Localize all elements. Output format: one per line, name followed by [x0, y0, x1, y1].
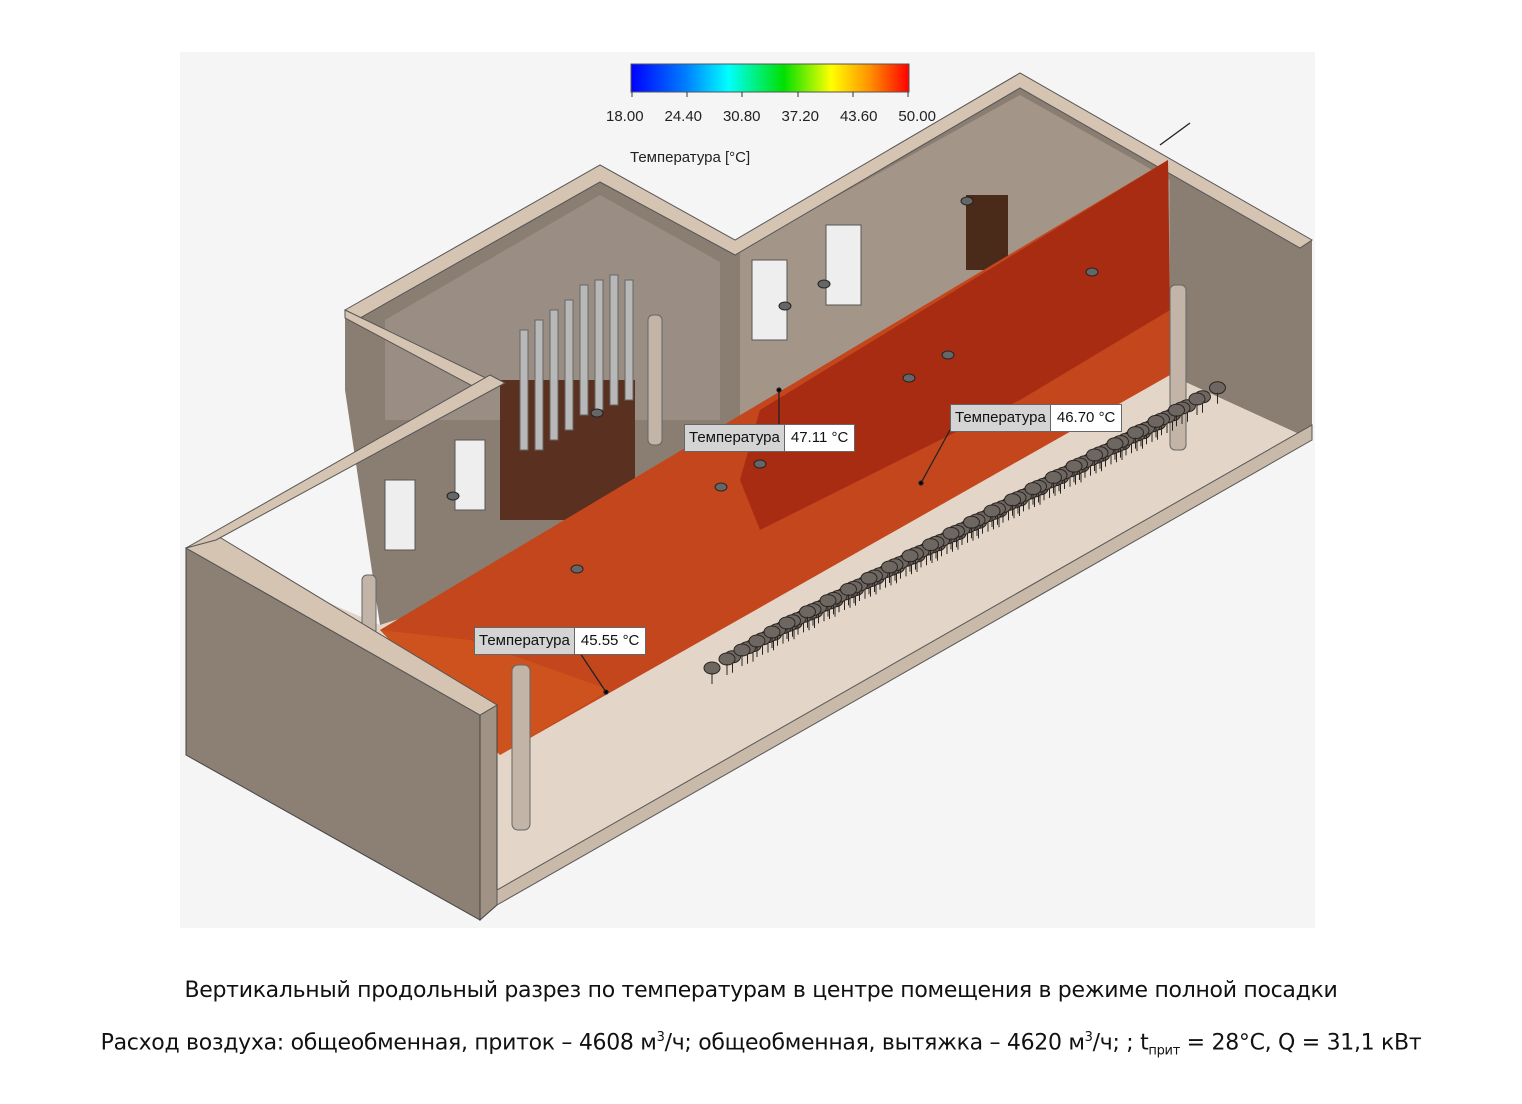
chair — [881, 560, 898, 574]
chair — [1004, 493, 1021, 507]
chair — [1045, 470, 1062, 484]
chair — [799, 605, 816, 619]
chair — [703, 661, 721, 675]
probe-label: Температура 45.55 °C — [474, 627, 647, 655]
wall-top — [343, 72, 1313, 319]
caption-text: /ч; общеобменная, вытяжка – 4620 м — [664, 1030, 1085, 1056]
chair — [840, 582, 857, 596]
caption-text: = 28°C, Q = 31,1 кВт — [1179, 1030, 1422, 1056]
colorbar-title: Температура [°C] — [630, 149, 751, 166]
chair — [1127, 426, 1144, 440]
chair — [1147, 414, 1165, 428]
tick-label: 18.00 — [606, 108, 644, 125]
chair — [922, 538, 939, 552]
chair — [1065, 459, 1083, 473]
colorbar — [630, 63, 910, 93]
probe-key: Температура — [685, 425, 785, 451]
chair — [718, 652, 736, 666]
probe-value: 47.11 °C — [784, 425, 855, 451]
chair — [1106, 437, 1124, 451]
chair — [819, 594, 837, 608]
chair — [860, 571, 878, 585]
probe-key: Температура — [475, 628, 575, 654]
caption-title: Вертикальный продольный разрез по темпер… — [184, 978, 1338, 1003]
chair — [778, 616, 796, 630]
probe-key: Температура — [951, 405, 1051, 431]
chair — [1024, 482, 1042, 496]
tick-label: 30.80 — [722, 108, 761, 125]
colorbar-tick-labels: 18.00 24.40 30.80 37.20 43.60 50.00 — [606, 108, 936, 125]
chair — [763, 625, 781, 639]
tick-label: 43.60 — [839, 108, 878, 125]
chair — [733, 643, 751, 657]
chair — [1086, 448, 1103, 462]
chair — [963, 515, 980, 529]
chair — [1188, 392, 1206, 406]
diffusers — [446, 196, 1099, 574]
chair — [942, 526, 960, 540]
caption-text: Расход воздуха: общеобменная, приток – 4… — [100, 1030, 657, 1056]
chair — [901, 549, 919, 563]
colorbar-ticks — [631, 92, 909, 97]
tick-label: 24.40 — [664, 108, 703, 125]
probe-value: 46.70 °C — [1050, 405, 1122, 431]
probe-label: Температура 47.11 °C — [684, 424, 856, 452]
tick-label: 37.20 — [781, 108, 819, 125]
chairs-grid — [703, 381, 1226, 684]
chair — [1168, 403, 1185, 417]
probe-value: 45.55 °C — [574, 628, 646, 654]
probe-label: Температура 46.70 °C — [950, 404, 1123, 432]
chair — [983, 504, 1001, 518]
caption-text: /ч; ; t — [1092, 1030, 1149, 1056]
caption-parameters: Расход воздуха: общеобменная, приток – 4… — [0, 1030, 1522, 1059]
superscript: 3 — [1084, 1030, 1093, 1045]
superscript: 3 — [656, 1030, 665, 1045]
subscript: прит — [1148, 1043, 1180, 1059]
chair — [1209, 381, 1226, 395]
front-floor-edge — [496, 424, 1313, 906]
door — [966, 195, 1008, 270]
chair — [748, 634, 766, 648]
windows — [384, 224, 862, 551]
tick-label: 50.00 — [898, 108, 936, 125]
probe-leaders — [579, 122, 1191, 695]
